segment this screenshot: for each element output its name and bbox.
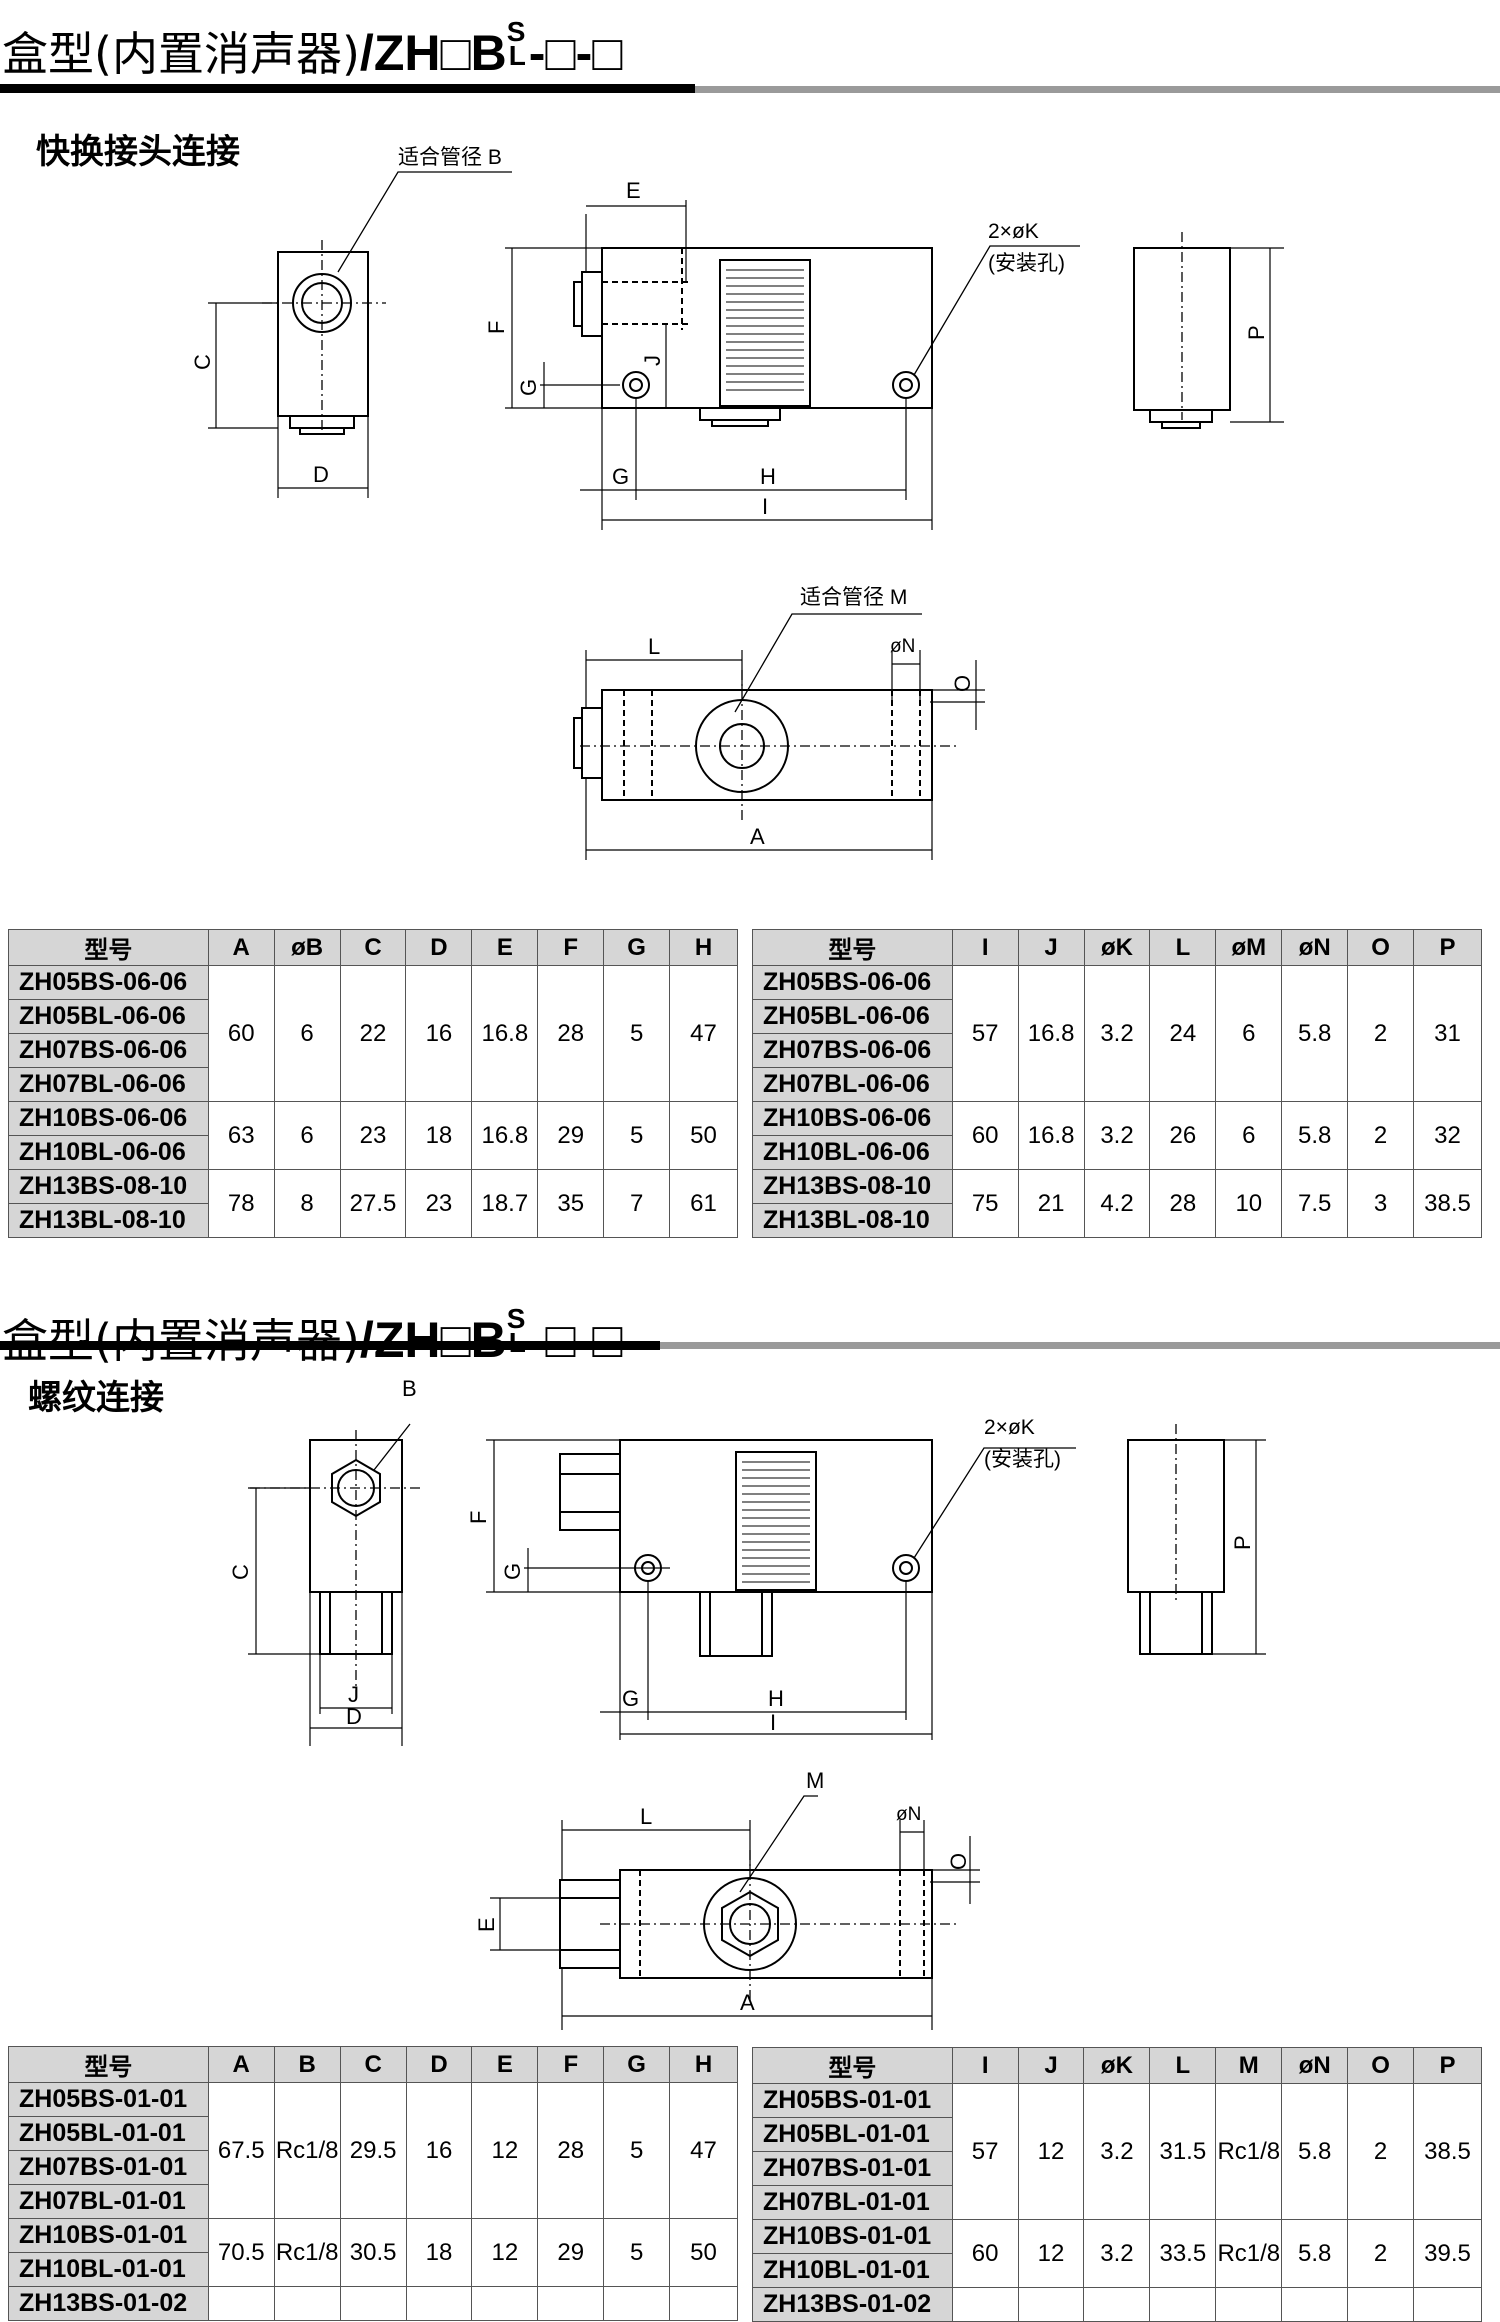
svg-text:G: G [612,464,629,489]
s2-front-body [619,1439,933,1593]
table-row: ZH07BS-01-01 [752,2151,1482,2186]
svg-text:A: A [740,1990,755,2015]
svg-text:H: H [760,464,776,489]
svg-text:F: F [484,321,509,334]
svg-text:H: H [768,1686,784,1711]
table-row: ZH07BS-01-01 [8,2150,738,2185]
svg-text:C: C [228,1564,253,1580]
svg-text:L: L [640,1804,652,1829]
table-row: ZH13BL-08-10 [8,1203,738,1238]
svg-text:J: J [640,355,665,366]
table-row: ZH10BL-06-06 [752,1135,1482,1170]
svg-text:L: L [648,634,660,659]
table-row: ZH13BS-01-02 [8,2286,738,2321]
svg-text:(安装孔): (安装孔) [988,252,1065,275]
svg-text:P: P [1230,1535,1255,1550]
table-row: ZH07BL-01-01 [8,2184,738,2219]
svg-text:D: D [346,1704,362,1729]
table-row: ZH07BL-06-06 [752,1067,1482,1102]
svg-text:D: D [313,462,329,487]
svg-text:E: E [626,178,641,203]
section1-subtitle: 快换接头连接 [36,132,240,172]
table-row: ZH13BL-08-10 [752,1203,1482,1238]
section1-rule-black [0,84,695,93]
svg-text:I: I [770,1710,776,1735]
svg-text:øN: øN [890,636,915,657]
table-row: ZH05BL-01-01 [8,2116,738,2151]
svg-text:G: G [622,1686,639,1711]
table-row: ZH07BS-06-06 [752,1033,1482,1068]
table-row: ZH07BL-06-06 [8,1067,738,1102]
svg-text:øN: øN [896,1804,921,1825]
section2-rule-gray [660,1342,1500,1349]
svg-text:2×øK: 2×øK [988,220,1039,243]
svg-text:O: O [950,675,975,692]
svg-text:P: P [1244,325,1269,340]
section2-subtitle: 螺纹连接 [28,1378,164,1418]
svg-text:2×øK: 2×øK [984,1416,1035,1439]
table-row: ZH10BL-01-01 [752,2253,1482,2288]
svg-text:A: A [750,824,765,849]
svg-text:O: O [946,1853,971,1870]
svg-text:E: E [474,1917,499,1932]
svg-text:I: I [762,494,768,519]
table-row: ZH10BL-06-06 [8,1135,738,1170]
svg-text:G: G [516,379,541,396]
section1-rule-gray [695,86,1500,93]
svg-text:F: F [466,1511,491,1524]
table-row: ZH05BL-06-06 [8,999,738,1034]
svg-text:(安装孔): (安装孔) [984,1448,1061,1471]
s1-label-tube-b: 适合管径 B [398,146,502,169]
section2-rule-black [0,1341,660,1350]
table-row: ZH07BL-01-01 [752,2185,1482,2220]
svg-text:M: M [806,1768,824,1793]
svg-text:适合管径 M: 适合管径 M [800,586,907,609]
table-row: ZH13BS-01-02 [752,2287,1482,2322]
svg-text:G: G [500,1563,525,1580]
section2-title-code: /ZH□BSL-□-□ [359,1303,623,1368]
svg-text:J: J [348,1682,359,1707]
section1-title-prefix: 盒型(内置消声器) [2,27,360,81]
svg-text:B: B [402,1376,417,1401]
table-row: ZH10BL-01-01 [8,2252,738,2287]
section1-drawings: 适合管径 B C D E F G J G H I 2×øK (安装孔) P 适合… [190,146,1284,860]
svg-text:C: C [190,354,215,370]
table-row: ZH05BL-01-01 [752,2117,1482,2152]
